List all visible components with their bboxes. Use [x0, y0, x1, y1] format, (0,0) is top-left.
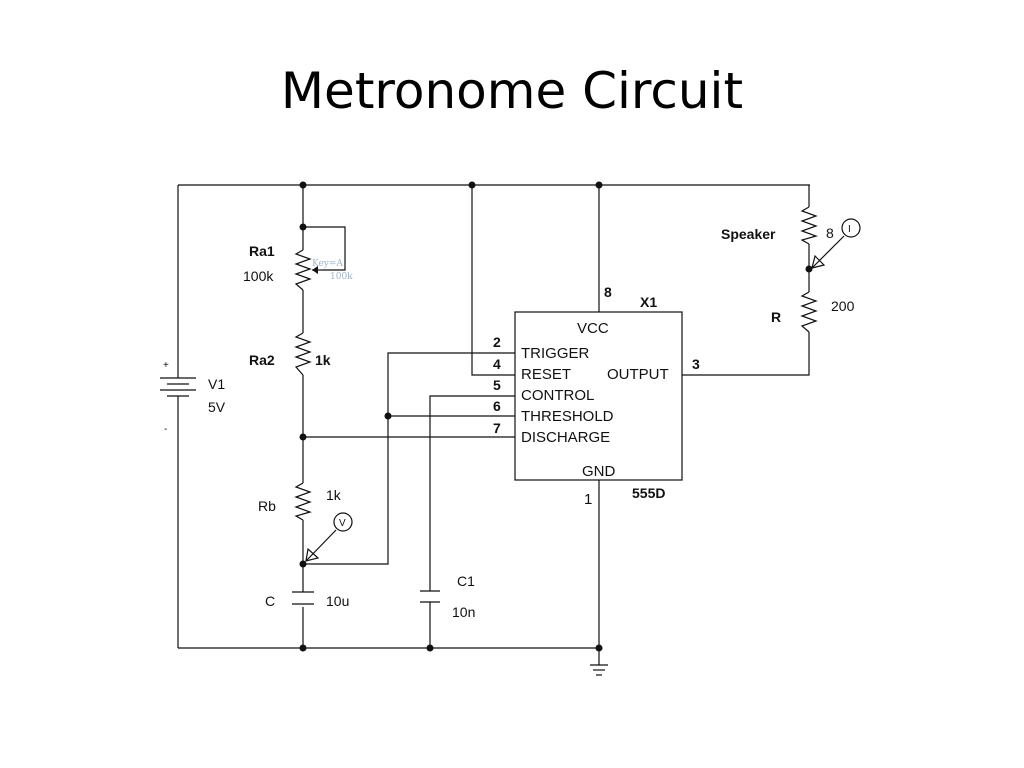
pin-number-7: 7	[493, 420, 501, 436]
ra2-zigzag	[294, 332, 312, 376]
ic-part-label: 555D	[632, 485, 665, 501]
ammeter-arrow	[811, 254, 826, 269]
ic-reset-label: RESET	[521, 366, 571, 383]
junction-dot	[468, 181, 476, 189]
rb-zigzag	[294, 482, 312, 521]
pin-number-2: 2	[493, 334, 501, 350]
ra1-faint-key: Key=A	[312, 259, 343, 269]
c-name-label: C	[265, 593, 275, 609]
voltmeter-symbol: V	[339, 518, 346, 529]
ic-ref-label: X1	[640, 294, 657, 310]
voltmeter-arrow	[305, 547, 320, 562]
r-zigzag	[800, 291, 818, 333]
junction-dot	[299, 644, 307, 652]
pin-number-5: 5	[493, 377, 501, 393]
pin-number-3: 3	[692, 356, 700, 372]
c-value-label: 10u	[326, 593, 349, 609]
r-value-label: 200	[831, 298, 855, 314]
capacitor-c: C 10u	[265, 591, 349, 609]
ra1-wiper-loop	[303, 226, 346, 271]
ground-symbol	[590, 664, 608, 676]
capacitor-c1: C1 10n	[420, 573, 475, 620]
junction-dot	[299, 560, 307, 568]
junction-dots	[299, 181, 813, 652]
c1-name-label: C1	[457, 573, 475, 589]
control-wire	[429, 395, 515, 591]
r-name-label: R	[771, 309, 781, 325]
ic-trigger-label: TRIGGER	[521, 345, 590, 362]
speaker-name-label: Speaker	[721, 226, 776, 242]
output-wire	[682, 332, 810, 376]
battery-minus-sign: -	[164, 424, 167, 435]
junction-dot	[299, 223, 307, 231]
resistor-r: R 200	[771, 291, 855, 333]
ic-body	[514, 311, 683, 481]
battery-v1: + - V1 5V	[160, 360, 226, 435]
ic-threshold-label: THRESHOLD	[521, 408, 614, 425]
junction-dot	[384, 412, 392, 420]
ic-discharge-label: DISCHARGE	[521, 429, 610, 446]
potentiometer-ra1: Key=A 100k Ra1 100k	[243, 243, 353, 291]
pin-number-6: 6	[493, 398, 501, 414]
ra1-zigzag	[294, 249, 312, 291]
speaker-value-label: 8	[826, 225, 834, 241]
junction-dot	[299, 433, 307, 441]
pin-number-4: 4	[493, 356, 501, 372]
ra1-wiper-arrow	[312, 266, 318, 274]
battery-plus-sign: +	[163, 360, 169, 371]
voltmeter-icon	[333, 512, 353, 532]
speaker: Speaker 8	[721, 206, 834, 245]
timer-ic-x1: VCC TRIGGER RESET OUTPUT CONTROL THRESHO…	[493, 284, 700, 508]
ic-output-label: OUTPUT	[607, 366, 669, 383]
voltmeter-lead	[305, 529, 337, 562]
ammeter-lead	[811, 235, 845, 269]
ra1-value-label: 100k	[243, 268, 274, 284]
pin-number-1: 1	[584, 491, 592, 508]
ic-control-label: CONTROL	[521, 387, 594, 404]
ic-gnd-label: GND	[582, 463, 616, 480]
ammeter-probe: I	[811, 218, 861, 269]
ra1-name-label: Ra1	[249, 243, 275, 259]
ammeter-icon	[841, 218, 861, 238]
speaker-zigzag	[800, 206, 818, 245]
junction-dot	[299, 181, 307, 189]
v1-value-label: 5V	[208, 399, 226, 415]
resistor-ra2: Ra2 1k	[249, 332, 331, 376]
junction-dot	[595, 181, 603, 189]
junction-dot	[595, 644, 603, 652]
ra1-faint-value: 100k	[330, 272, 353, 282]
v1-name-label: V1	[208, 376, 225, 392]
ra2-value-label: 1k	[315, 352, 331, 368]
junction-dot	[805, 265, 813, 273]
junction-dot	[426, 644, 434, 652]
slide-title: Metronome Circuit	[280, 62, 744, 120]
rb-name-label: Rb	[258, 498, 276, 514]
reset-wire	[471, 185, 515, 376]
ic-vcc-label: VCC	[577, 320, 609, 337]
trigger-wire	[303, 352, 515, 565]
rb-value-label: 1k	[326, 487, 342, 503]
resistor-rb: Rb 1k	[258, 482, 342, 521]
pin-number-8: 8	[604, 284, 612, 300]
ammeter-symbol: I	[848, 224, 851, 235]
c1-value-label: 10n	[452, 604, 475, 620]
voltmeter-probe: V	[305, 512, 353, 562]
wires	[177, 184, 810, 665]
ra2-name-label: Ra2	[249, 352, 275, 368]
